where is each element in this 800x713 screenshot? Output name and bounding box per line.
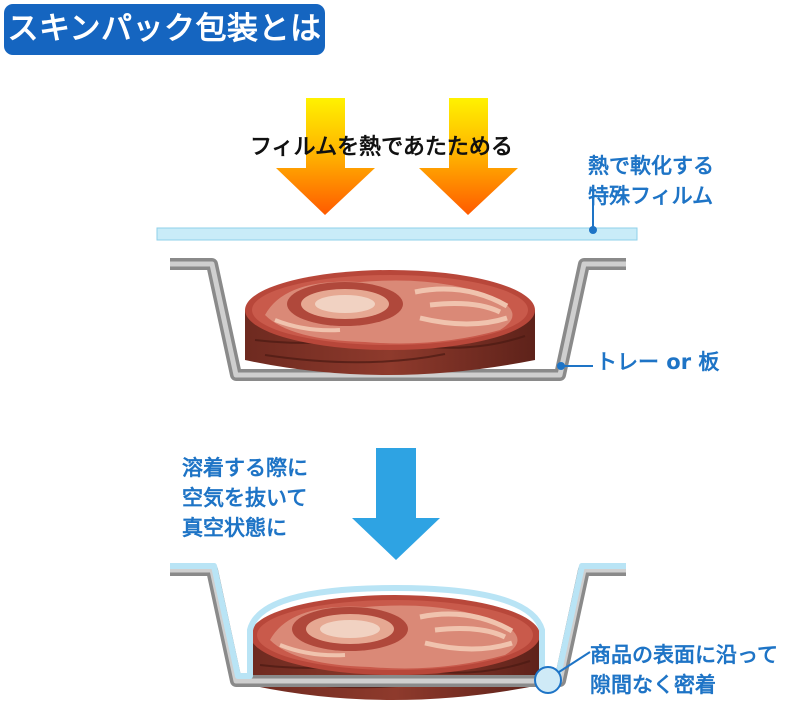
adhere-label: 商品の表面に沿って 隙間なく密着 xyxy=(590,643,778,697)
adhered-film xyxy=(170,563,626,679)
meat-icon xyxy=(245,270,535,375)
heat-label: フィルムを熱であたためる xyxy=(250,135,513,160)
film-label: 熱で軟化する 特殊フィルム xyxy=(588,154,714,208)
page-title: スキンパック包装とは xyxy=(4,4,325,55)
heat-arrow-icon xyxy=(276,98,375,215)
vacuum-label: 溶着する際に 空気を抜いて 真空状態に xyxy=(182,456,308,540)
down-arrow-icon xyxy=(352,448,440,560)
tray-label: トレー or 板 xyxy=(596,350,720,374)
special-film xyxy=(156,227,638,241)
heat-arrow-icon xyxy=(419,98,518,215)
